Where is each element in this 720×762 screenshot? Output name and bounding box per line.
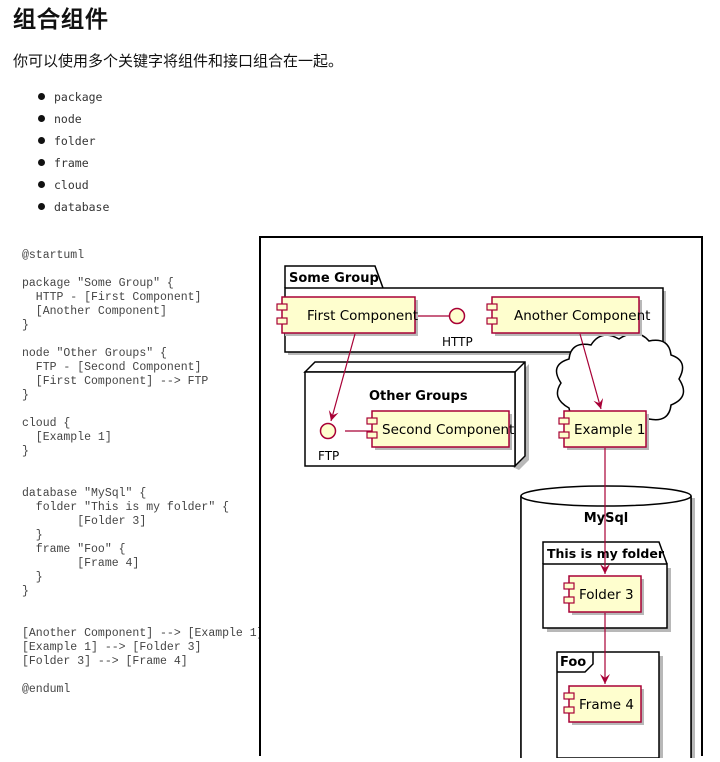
keyword-item: database [38,196,109,218]
package-label: Some Group [289,271,379,286]
interface-ftp: FTP [318,422,339,463]
code-line: [Folder 3] --> [Frame 4] [22,655,188,668]
component-example-1: Example 1 [558,410,649,450]
keyword-list: package node folder frame cloud database [38,86,109,218]
interface-http: HTTP [442,307,473,349]
code-line: @enduml [22,683,71,696]
component-label: First Component [307,308,418,324]
component-frame-4: Frame 4 [563,685,644,725]
component-label: Folder 3 [579,587,634,603]
code-line: node "Other Groups" { [22,347,167,360]
component-label: Second Component [382,422,514,438]
code-line: [Another Component] --> [Example 1] [22,627,264,640]
code-line: FTP - [Second Component] [22,361,202,374]
code-line: [First Component] --> FTP [22,375,209,388]
arrow-first-to-ftp [328,333,356,422]
code-line: } [22,389,29,402]
code-line: package "Some Group" { [22,277,174,290]
keyword-item: node [38,108,109,130]
code-line: [Frame 4] [22,557,140,570]
code-line: } [22,571,43,584]
code-line: [Another Component] [22,305,167,318]
code-line: [Example 1] --> [Folder 3] [22,641,202,654]
code-line: [Folder 3] [22,515,147,528]
component-folder-3: Folder 3 [563,575,644,615]
intro-text: 你可以使用多个关键字将组件和接口组合在一起。 [13,52,344,70]
code-line: } [22,585,29,598]
component-another: Another Component [486,296,650,336]
code-line: @startuml [22,249,85,262]
code-line: folder "This is my folder" { [22,501,230,514]
arrow-another-to-example [579,333,604,410]
frame-label: Foo [560,655,586,670]
code-line: frame "Foo" { [22,543,126,556]
code-line: cloud { [22,417,71,430]
keyword-item: cloud [38,174,109,196]
keyword-item: package [38,86,109,108]
component-label: Another Component [514,308,650,324]
keyword-item: folder [38,130,109,152]
interface-label: HTTP [442,335,473,349]
component-label: Frame 4 [579,697,634,713]
component-first: First Component [276,296,418,336]
code-line: database "MySql" { [22,487,147,500]
diagram-image: Some Group Other Groups MySql This is my… [259,236,703,759]
keyword-item: frame [38,152,109,174]
code-line: } [22,445,29,458]
interface-label: FTP [318,449,339,463]
code-line: HTTP - [First Component] [22,291,202,304]
code-line: } [22,319,29,332]
code-block: @startuml package "Some Group" { HTTP - … [22,249,264,697]
component-label: Example 1 [574,422,645,438]
database-label: MySql [584,511,629,526]
node-label: Other Groups [369,389,468,404]
code-line: [Example 1] [22,431,112,444]
component-diagram: Some Group Other Groups MySql This is my… [276,265,695,759]
code-line: } [22,529,43,542]
component-second: Second Component [366,410,514,450]
page-title: 组合组件 [13,7,109,33]
folder-label: This is my folder [547,546,665,561]
